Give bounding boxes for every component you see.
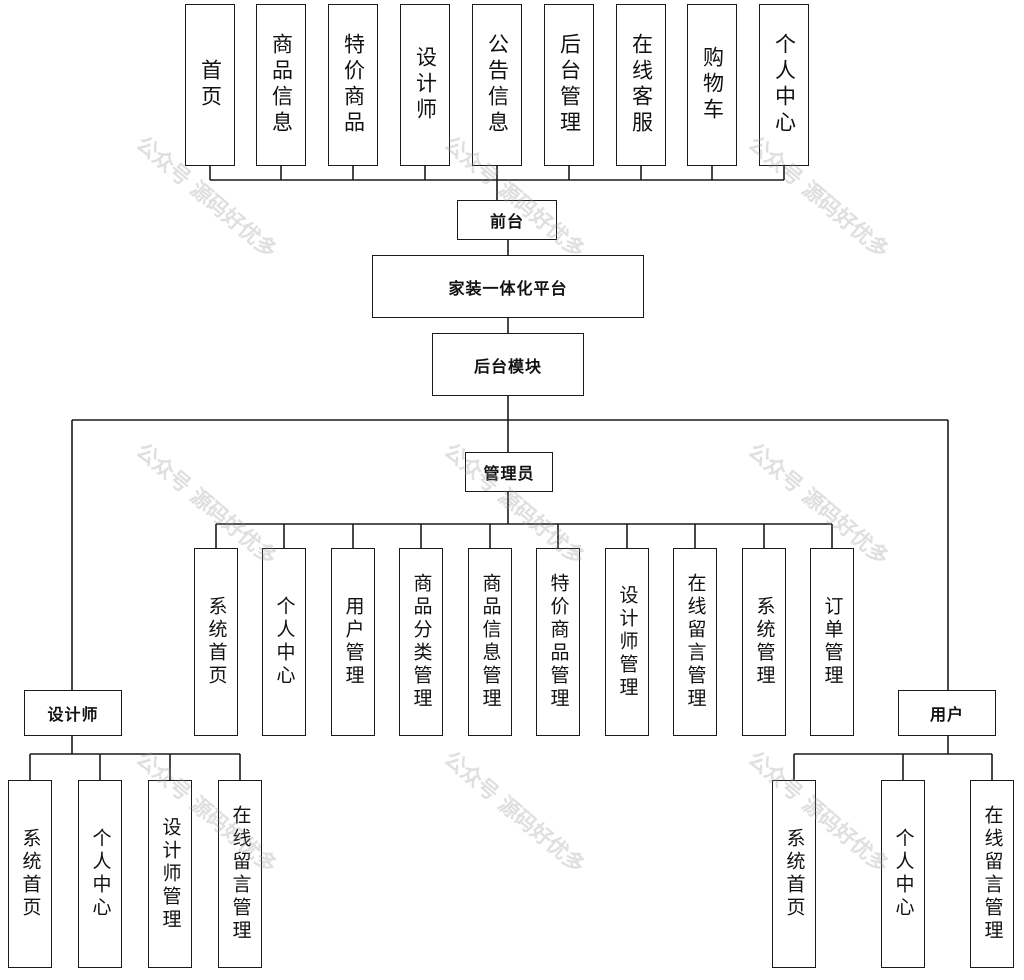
user-module-message-manage: 在线留言管理	[970, 780, 1014, 968]
front-module-personal-center: 个人中心	[759, 4, 809, 166]
admin-module-user-manage: 用户管理	[331, 548, 375, 736]
module-label: 个人中心	[89, 828, 112, 920]
designer-module-message-manage: 在线留言管理	[218, 780, 262, 968]
node-label: 后台模块	[473, 356, 542, 376]
node-label: 用户	[929, 705, 964, 724]
module-label: 设计师	[413, 46, 438, 124]
module-label: 后台管理	[557, 33, 582, 137]
module-label: 在线留言管理	[684, 573, 707, 711]
module-label: 系统首页	[205, 596, 228, 688]
admin-module-personal-center: 个人中心	[262, 548, 306, 736]
front-module-product-info: 商品信息	[256, 4, 306, 166]
user-module-system-home: 系统首页	[772, 780, 816, 968]
module-label: 在线留言管理	[229, 805, 252, 943]
front-module-home: 首页	[185, 4, 235, 166]
module-label: 用户管理	[342, 596, 365, 688]
node-label: 家装一体化平台	[448, 278, 568, 298]
front-module-special-products: 特价商品	[328, 4, 378, 166]
module-label: 设计师管理	[616, 584, 639, 700]
module-label: 商品信息管理	[479, 573, 502, 711]
node-label: 设计师	[47, 705, 99, 724]
front-module-cart: 购物车	[687, 4, 737, 166]
node-label: 前台	[489, 212, 524, 231]
module-label: 购物车	[700, 46, 725, 124]
user-module-personal-center: 个人中心	[881, 780, 925, 968]
module-label: 个人中心	[273, 596, 296, 688]
node-label: 管理员	[483, 464, 535, 483]
backend-node: 后台模块	[432, 333, 584, 396]
frontend-node: 前台	[457, 200, 557, 240]
module-label: 系统首页	[783, 828, 806, 920]
admin-module-system-manage: 系统管理	[742, 548, 786, 736]
admin-module-order-manage: 订单管理	[810, 548, 854, 736]
admin-node: 管理员	[465, 452, 553, 492]
module-label: 系统管理	[753, 596, 776, 688]
module-label: 商品分类管理	[410, 573, 433, 711]
module-label: 个人中心	[772, 33, 797, 137]
module-label: 系统首页	[19, 828, 42, 920]
user-node: 用户	[898, 690, 996, 736]
module-label: 公告信息	[485, 33, 510, 137]
designer-node: 设计师	[24, 690, 122, 736]
admin-module-message-manage: 在线留言管理	[673, 548, 717, 736]
admin-module-category-manage: 商品分类管理	[399, 548, 443, 736]
admin-module-product-manage: 商品信息管理	[468, 548, 512, 736]
module-label: 商品信息	[269, 33, 294, 137]
admin-module-system-home: 系统首页	[194, 548, 238, 736]
platform-node: 家装一体化平台	[372, 255, 644, 318]
module-label: 个人中心	[892, 828, 915, 920]
front-module-backend-manage: 后台管理	[544, 4, 594, 166]
front-module-designer: 设计师	[400, 4, 450, 166]
admin-module-special-manage: 特价商品管理	[536, 548, 580, 736]
designer-module-personal-center: 个人中心	[78, 780, 122, 968]
module-label: 在线留言管理	[981, 805, 1004, 943]
designer-module-system-home: 系统首页	[8, 780, 52, 968]
module-label: 特价商品	[341, 33, 366, 137]
designer-module-designer-manage: 设计师管理	[148, 780, 192, 968]
admin-module-designer-manage: 设计师管理	[605, 548, 649, 736]
module-label: 首页	[198, 59, 223, 111]
front-module-online-service: 在线客服	[616, 4, 666, 166]
module-label: 设计师管理	[159, 816, 182, 932]
front-module-announcement: 公告信息	[472, 4, 522, 166]
module-label: 订单管理	[821, 596, 844, 688]
module-label: 在线客服	[629, 33, 654, 137]
module-label: 特价商品管理	[547, 573, 570, 711]
